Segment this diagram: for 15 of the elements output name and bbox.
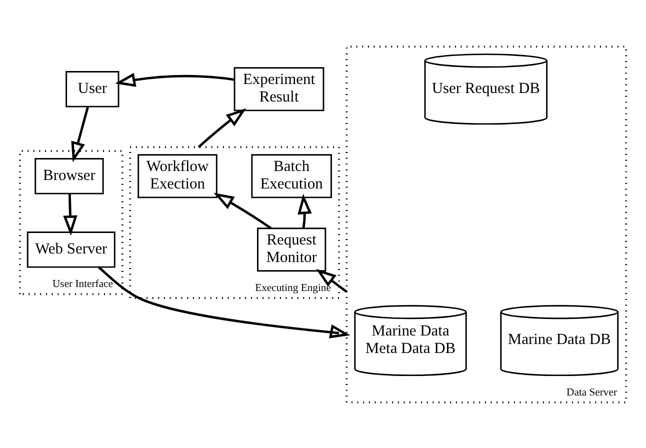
arrow [316, 268, 348, 292]
arrow [71, 106, 89, 162]
node-box: User [66, 70, 120, 107]
node-box: Browser [34, 158, 104, 194]
arrow [98, 266, 350, 338]
arrow [198, 108, 246, 148]
node-box: Batch Execution [251, 154, 332, 198]
arrow [115, 72, 235, 86]
node-box: Workflow Exection [138, 154, 218, 198]
arrow [63, 193, 78, 236]
node-box: Request Monitor [257, 227, 326, 272]
arrow [298, 193, 312, 228]
arrow [214, 192, 272, 229]
node-box: Web Server [26, 231, 116, 268]
node-box: Experiment Result [234, 66, 324, 111]
